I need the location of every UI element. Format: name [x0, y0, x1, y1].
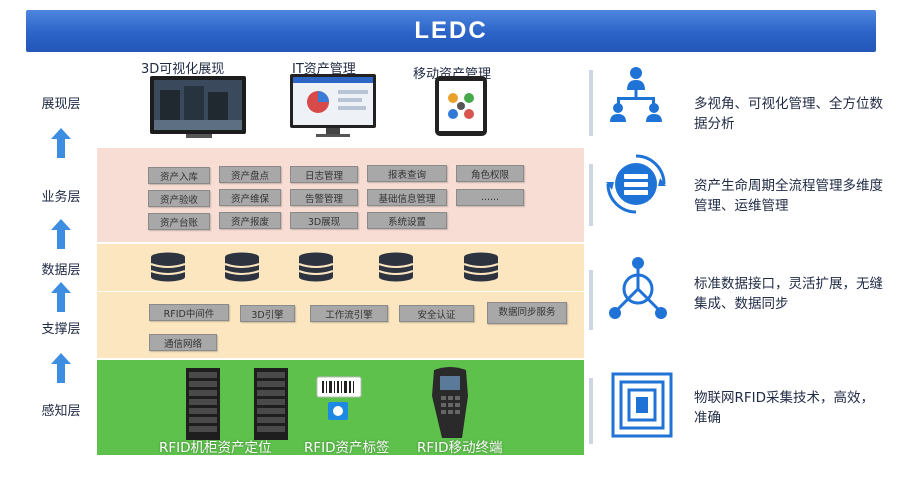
it-asset-monitor-icon [290, 74, 376, 137]
app-title-it: IT资产管理 [292, 62, 356, 77]
database-icon [463, 252, 499, 282]
feature-text-perception: 物联网RFID采集技术，高效，准确 [694, 390, 875, 426]
module-asset-acceptance: 资产验收 [148, 190, 210, 207]
module-role-permission: 角色权限 [456, 165, 524, 182]
database-icon [150, 252, 186, 282]
database-icon [378, 252, 414, 282]
module-report-query: 报表查询 [367, 165, 447, 182]
rfid-square-icon [611, 372, 673, 438]
module-log-management: 日志管理 [290, 166, 358, 183]
database-icon [224, 252, 260, 282]
module-system-settings: 系统设置 [367, 212, 447, 229]
layer-label-support: 支撑层 [41, 322, 81, 337]
rfid-mobile-terminal-icon [432, 367, 468, 438]
feature-text-data: 标准数据接口，灵活扩展，无缝集成、数据同步 [694, 276, 883, 312]
module-asset-maintenance: 资产维保 [219, 189, 281, 206]
up-arrow-icon [51, 282, 71, 312]
divider [589, 164, 593, 226]
up-arrow-icon [51, 128, 71, 158]
divider [589, 378, 593, 444]
divider [589, 270, 593, 330]
layer-label-data: 数据层 [41, 263, 81, 278]
module-asset-scrap: 资产报废 [219, 212, 281, 229]
module-communication-network: 通信网络 [149, 334, 217, 351]
feature-text-presentation: 多视角、可视化管理、全方位数据分析 [694, 96, 883, 132]
app-title-3d: 3D可视化展现 [141, 62, 225, 77]
perception-label-rack: RFID机柜资产定位 [159, 440, 272, 456]
module-more: ...... [456, 189, 524, 206]
layer-label-business: 业务层 [41, 190, 81, 205]
module-basic-info: 基础信息管理 [367, 189, 447, 206]
module-3d-engine: 3D引擎 [240, 305, 295, 322]
module-security-auth: 安全认证 [399, 305, 474, 322]
module-alarm-management: 告警管理 [290, 189, 358, 206]
module-asset-ledger: 资产台账 [148, 213, 210, 230]
3d-visualization-screen-icon [150, 76, 246, 138]
module-3d-display: 3D展现 [290, 212, 358, 229]
divider [589, 70, 593, 136]
ledc-logo: LEDC [414, 17, 488, 44]
server-rack-icon [186, 368, 220, 440]
feature-text-business: 资产生命周期全流程管理多维度管理、运维管理 [694, 178, 883, 214]
module-asset-inbound: 资产入库 [148, 167, 210, 184]
up-arrow-icon [51, 219, 71, 249]
hierarchy-icon [610, 67, 662, 122]
server-cycle-icon [606, 154, 666, 214]
module-workflow-engine: 工作流引擎 [310, 305, 388, 322]
perception-label-tag: RFID资产标签 [304, 440, 390, 456]
mobile-tablet-icon [435, 76, 487, 136]
perception-label-terminal: RFID移动终端 [417, 440, 503, 456]
server-rack-icon [254, 368, 288, 440]
database-icon [298, 252, 334, 282]
network-hub-icon [609, 257, 667, 319]
module-asset-inventory: 资产盘点 [219, 166, 281, 183]
header-banner: LEDC [26, 10, 876, 52]
rfid-tag-icon [316, 376, 362, 420]
layer-label-presentation: 展现层 [41, 97, 81, 112]
up-arrow-icon [51, 353, 71, 383]
module-data-sync: 数据同步服务 [487, 302, 567, 324]
module-rfid-middleware: RFID中间件 [149, 304, 229, 321]
layer-label-perception: 感知层 [41, 404, 81, 419]
